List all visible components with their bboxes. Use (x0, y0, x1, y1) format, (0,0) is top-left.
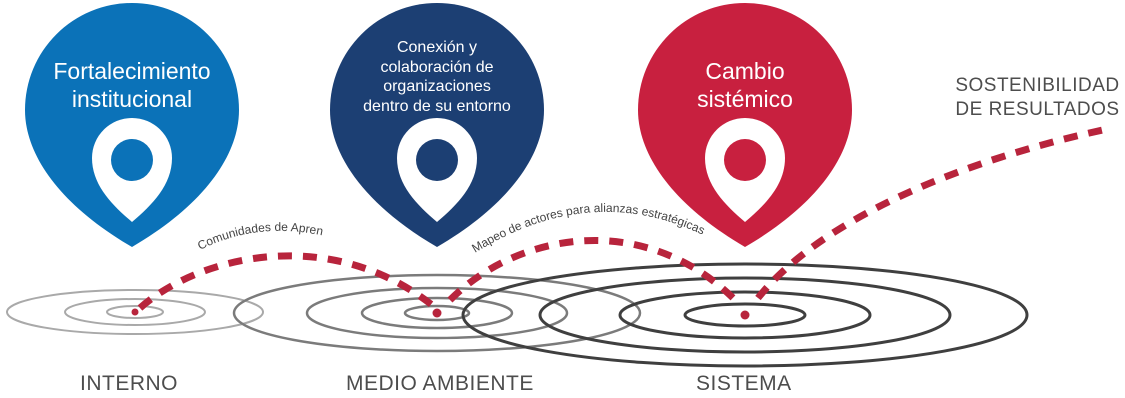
pin-cambio-line1: Cambio (705, 58, 785, 84)
ring-sistema-outer (461, 262, 1029, 368)
pin-cambio-line2: sistémico (697, 85, 793, 112)
pin-cambio-text: Cambio sistémico (645, 58, 845, 113)
goal-label: SOSTENIBILIDAD DE RESULTADOS (955, 74, 1120, 122)
goal-line1: SOSTENIBILIDAD (955, 75, 1120, 96)
pin-conexion-line3: organizaciones (383, 78, 491, 96)
journey-dashed-path (137, 124, 1113, 311)
center-marker-interno (131, 308, 139, 316)
ring-medio-outer (232, 273, 642, 353)
pin-conexion (330, 3, 544, 247)
center-marker-sistema (740, 310, 750, 320)
pin-fortalecimiento-line2: institucional (71, 85, 193, 112)
pin-conexion-text: Conexión y colaboración de organizacione… (337, 38, 537, 116)
ground-label-sistema: SISTEMA (696, 372, 792, 395)
path-label-mapeo: Mapeo de actores para alianzas estratégi… (469, 201, 707, 256)
rings-interno (6, 289, 264, 335)
ring-medio-mid1 (360, 296, 514, 330)
ring-sistema-mid2 (538, 276, 952, 354)
ground-label-interno: INTERNO (80, 372, 178, 395)
pin-conexion-line4: dentro de su entorno (363, 97, 511, 115)
pin-fortalecimiento-text: Fortalecimiento institucional (32, 58, 232, 113)
goal-line2: DE RESULTADOS (955, 98, 1120, 120)
pin-conexion-line1: Conexión y (396, 39, 478, 56)
rings-medio-ambiente (232, 273, 642, 353)
ring-sistema-mid1 (618, 290, 872, 340)
ring-sistema-inner (683, 302, 807, 328)
ring-interno-inner (106, 305, 164, 319)
pin-cambio (638, 3, 852, 247)
rings-sistema (461, 262, 1029, 368)
pin-fortalecimiento-line1: Fortalecimiento (53, 58, 211, 84)
center-marker-medio (432, 308, 442, 318)
ring-interno-mid (64, 298, 206, 326)
ring-medio-mid2 (305, 286, 569, 340)
ring-medio-inner (403, 304, 471, 322)
ground-label-medio-ambiente: MEDIO AMBIENTE (346, 372, 534, 395)
pin-conexion-line2: colaboración de (380, 58, 494, 76)
pin-fortalecimiento (24, 2, 239, 247)
ring-interno-outer (6, 289, 264, 335)
